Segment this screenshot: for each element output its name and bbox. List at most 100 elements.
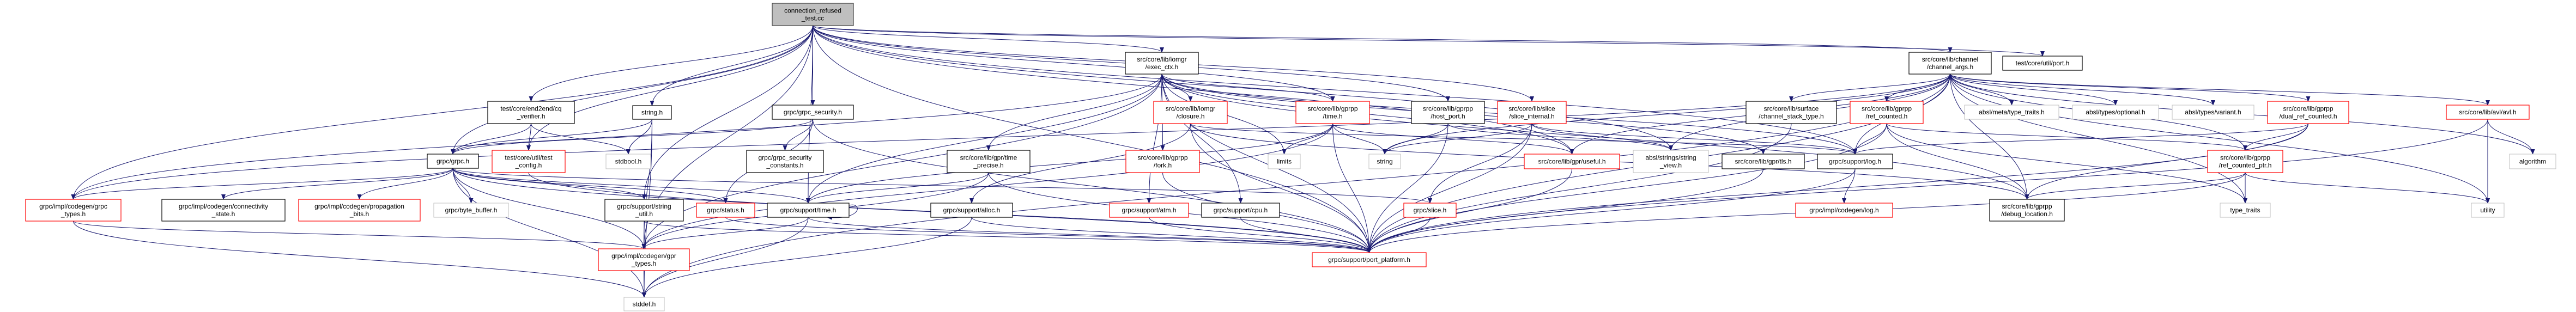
node-type-traits[interactable]: type_traits: [2220, 203, 2271, 218]
node-channel-stack-type[interactable]: src/core/lib/surface/channel_stack_type.…: [1745, 101, 1837, 124]
node-label: src/core/lib/gprpp: [1307, 105, 1357, 113]
node-meta-type-traits[interactable]: absl/meta/type_traits.h: [1964, 105, 2059, 120]
node-test-config[interactable]: test/core/util/test_config.h: [492, 150, 566, 173]
node-variant[interactable]: absl/types/variant.h: [2172, 105, 2254, 120]
edge-root-to-log: [813, 25, 1857, 155]
node-string-view[interactable]: absl/strings/string_view.h: [1633, 150, 1709, 173]
node-alloc[interactable]: grpc/support/alloc.h: [930, 203, 1013, 218]
node-grpc-security[interactable]: grpc/grpc_security.h: [772, 105, 854, 120]
edge-channel_args-to-optional: [1950, 74, 2118, 106]
node-label: src/core/lib/gpr/tls.h: [1735, 158, 1791, 166]
node-fork[interactable]: src/core/lib/gprpp/fork.h: [1125, 150, 1200, 173]
edge-ref_counted_ptr-to-utility: [2245, 172, 2490, 204]
node-tls[interactable]: src/core/lib/gpr/tls.h: [1722, 154, 1805, 169]
node-status[interactable]: grpc/status.h: [696, 203, 755, 218]
node-box: [487, 101, 575, 124]
edge-channel_args-to-string: [1383, 74, 1950, 155]
edge-grpc_security-to-grpc_h: [451, 119, 813, 155]
edge-slice_internal-to-port_platform: [1367, 123, 1532, 253]
node-closure[interactable]: src/core/lib/iomgr/closure.h: [1153, 101, 1228, 124]
node-avl[interactable]: src/core/lib/avl/avl.h: [2446, 105, 2530, 120]
node-string-util[interactable]: grpc/support/string_util.h: [604, 199, 684, 222]
node-label: _test.cc: [801, 15, 824, 22]
edge-grpc_types-to-gpr_types: [73, 221, 646, 249]
node-debug-location[interactable]: src/core/lib/gprpp/debug_location.h: [1989, 199, 2065, 222]
node-box: [746, 150, 824, 173]
node-ref-counted-ptr[interactable]: src/core/lib/gprpp/ref_counted_ptr.h: [2207, 150, 2283, 173]
node-box: [947, 150, 1031, 173]
node-root[interactable]: connection_refused_test.cc: [772, 3, 854, 26]
edge-ref_counted-to-type_traits: [1886, 123, 2247, 204]
edge-root-to-cq_verifier: [529, 25, 813, 102]
edge-exec_ctx-to-cpu: [1161, 74, 1243, 204]
node-stddef[interactable]: stddef.h: [623, 297, 665, 311]
node-label: src/core/lib/gprpp: [2283, 105, 2333, 113]
node-dual-ref-counted[interactable]: src/core/lib/gprpp/dual_ref_counted.h: [2267, 101, 2349, 124]
edge-host_port-to-string_view: [1447, 123, 1673, 151]
edge-support_time-to-gpr_types: [641, 217, 809, 249]
node-label: grpc/byte_buffer.h: [445, 206, 498, 214]
node-cq-verifier[interactable]: test/core/end2end/cq_verifier.h: [487, 101, 575, 124]
node-box: [1153, 101, 1228, 124]
node-optional[interactable]: absl/types/optional.h: [2072, 105, 2159, 120]
node-label: _view.h: [1659, 162, 1682, 169]
node-security-constants[interactable]: grpc/grpc_security_constants.h: [746, 150, 824, 173]
node-label: /dual_ref_counted.h: [2279, 113, 2337, 120]
edge-gprpp_time-to-port_platform: [1332, 123, 1372, 253]
node-box: [632, 105, 672, 120]
node-label: /host_port.h: [1431, 113, 1465, 120]
node-label: _precise.h: [973, 162, 1003, 169]
node-connectivity[interactable]: grpc/impl/codegen/connectivity_state.h: [161, 199, 286, 222]
node-gprpp-time[interactable]: src/core/lib/gprpp/time.h: [1295, 101, 1370, 124]
node-exec-ctx[interactable]: src/core/lib/iomgr/exec_ctx.h: [1125, 52, 1199, 75]
node-byte-buffer[interactable]: grpc/byte_buffer.h: [433, 203, 509, 218]
node-box: [1403, 203, 1457, 218]
node-codegen-log[interactable]: grpc/impl/codegen/log.h: [1795, 203, 1893, 218]
edge-closure-to-alloc: [969, 123, 1191, 204]
edge-channel_args-to-type_traits: [1950, 74, 2247, 204]
node-grpc-types[interactable]: grpc/impl/codegen/grpc_types.h: [25, 199, 122, 222]
node-box: [930, 203, 1013, 218]
node-box: [598, 248, 690, 271]
edge-gpr_types-to-stddef: [641, 270, 646, 298]
node-grpc-h[interactable]: grpc/grpc.h: [427, 154, 479, 169]
edge-root-to-exec_ctx: [813, 25, 1164, 53]
edge-root-to-gprpp_time: [813, 25, 1335, 102]
node-propagation[interactable]: grpc/impl/codegen/propagation_bits.h: [298, 199, 421, 222]
node-utility[interactable]: utility: [2471, 203, 2505, 218]
node-time-precise[interactable]: src/core/lib/gpr/time_precise.h: [947, 150, 1031, 173]
node-algorithm[interactable]: algorithm: [2509, 154, 2556, 169]
node-slice-internal[interactable]: src/core/lib/slice/slice_internal.h: [1497, 101, 1567, 124]
node-string[interactable]: string: [1368, 154, 1401, 169]
node-box: [1908, 52, 1992, 75]
node-label: stddef.h: [633, 301, 656, 308]
node-box: [492, 150, 566, 173]
edge-exec_ctx-to-debug_location: [1161, 74, 2029, 200]
node-useful[interactable]: src/core/lib/gpr/useful.h: [1524, 154, 1620, 169]
edge-grpc_types-to-stddef: [73, 221, 646, 298]
edge-channel_args-to-meta_type_traits: [1950, 74, 2014, 106]
node-ref-counted[interactable]: src/core/lib/gprpp/ref_counted.h: [1850, 101, 1924, 124]
node-label: absl/types/optional.h: [2086, 108, 2145, 116]
node-port-platform[interactable]: grpc/support/port_platform.h: [1312, 252, 1427, 267]
node-log[interactable]: grpc/support/log.h: [1817, 154, 1893, 169]
node-channel-args[interactable]: src/core/lib/channel/channel_args.h: [1908, 52, 1992, 75]
node-stdbool[interactable]: stdbool.h: [605, 154, 651, 169]
node-port[interactable]: test/core/util/port.h: [2002, 56, 2083, 71]
node-label: src/core/lib/iomgr: [1137, 56, 1186, 63]
node-label: grpc/support/log.h: [1829, 158, 1881, 166]
node-host-port[interactable]: src/core/lib/gprpp/host_port.h: [1411, 101, 1485, 124]
edge-grpc_h-to-slice: [452, 168, 1432, 204]
node-label: src/core/lib/slice: [1508, 105, 1555, 113]
node-label: src/core/lib/gprpp: [1137, 154, 1187, 162]
node-support-time[interactable]: grpc/support/time.h: [767, 203, 850, 218]
node-box: [1295, 101, 1370, 124]
node-limits[interactable]: limits: [1268, 154, 1301, 169]
edge-root-to-port: [813, 25, 2045, 57]
edge-channel_args-to-utility: [1950, 74, 2490, 204]
node-slice[interactable]: grpc/slice.h: [1403, 203, 1457, 218]
node-atm[interactable]: grpc/support/atm.h: [1109, 203, 1189, 218]
node-cpu[interactable]: grpc/support/cpu.h: [1201, 203, 1280, 218]
node-string-h[interactable]: string.h: [632, 105, 672, 120]
node-gpr-types[interactable]: grpc/impl/codegen/gpr_types.h: [598, 248, 690, 271]
